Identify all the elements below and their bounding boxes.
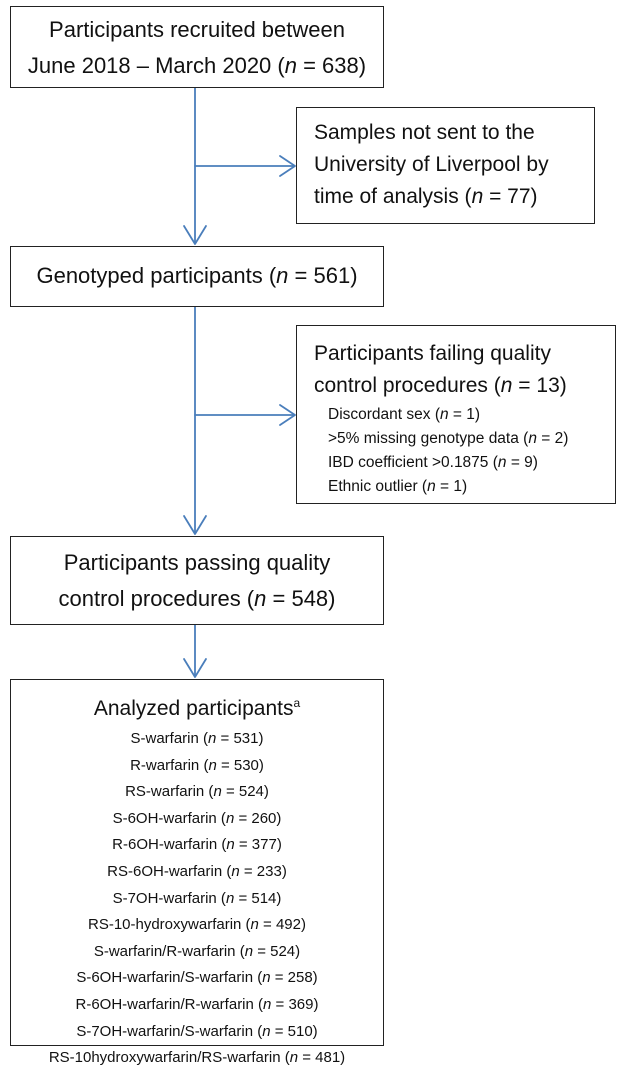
failing-qc-reasons: Discordant sex (n = 1) >5% missing genot…	[314, 403, 615, 499]
list-item: S-7OH-warfarin/S-warfarin (n = 510)	[76, 1022, 318, 1040]
list-item: IBD coefficient >0.1875 (n = 9)	[328, 454, 538, 471]
arrowhead-3	[183, 658, 207, 678]
not-sent-line3: time of analysis (n = 77)	[314, 185, 538, 208]
recruited-line2: June 2018 – March 2020 (n = 638)	[27, 53, 367, 78]
not-sent-box: Samples not sent to the University of Li…	[296, 107, 595, 224]
passing-qc-box: Participants passing quality control pro…	[10, 536, 384, 625]
list-item: R-6OH-warfarin/R-warfarin (n = 369)	[75, 995, 319, 1013]
list-item: Ethnic outlier (n = 1)	[328, 478, 468, 495]
recruited-line1: Participants recruited between	[49, 17, 345, 42]
list-item: RS-10hydroxywarfarin/RS-warfarin (n = 48…	[48, 1049, 346, 1067]
passing-qc-line1: Participants passing quality	[63, 550, 331, 575]
arrowhead-2	[183, 515, 207, 535]
list-item: S-warfarin/R-warfarin (n = 524)	[93, 942, 301, 960]
arrowhead-branch-2	[279, 404, 296, 426]
list-item: Discordant sex (n = 1)	[328, 406, 481, 423]
genotyped-box: Genotyped participants (n = 561)	[10, 246, 384, 307]
analyzed-list: S-warfarin (n = 531) R-warfarin (n = 530…	[11, 726, 383, 1072]
failing-qc-line1: Participants failing quality	[314, 342, 551, 365]
list-item: S-6OH-warfarin (n = 260)	[112, 809, 282, 827]
not-sent-line1: Samples not sent to the	[314, 121, 535, 144]
list-item: S-7OH-warfarin (n = 514)	[112, 889, 282, 907]
list-item: >5% missing genotype data (n = 2)	[328, 430, 569, 447]
list-item: RS-6OH-warfarin (n = 233)	[107, 862, 287, 880]
genotyped-label: Genotyped participants (n = 561)	[36, 263, 358, 288]
list-item: RS-warfarin (n = 524)	[125, 783, 269, 801]
list-item: RS-10-hydroxywarfarin (n = 492)	[87, 916, 306, 934]
list-item: S-6OH-warfarin/S-warfarin (n = 258)	[76, 969, 318, 987]
arrowhead-1	[183, 225, 207, 245]
list-item: R-warfarin (n = 530)	[130, 756, 264, 774]
failing-qc-line2: control procedures (n = 13)	[314, 374, 567, 397]
recruited-box: Participants recruited between June 2018…	[10, 6, 384, 88]
analyzed-title: Analyzed participantsa	[93, 696, 301, 720]
arrowhead-branch-1	[279, 155, 296, 177]
passing-qc-line2: control procedures (n = 548)	[58, 586, 336, 611]
list-item: R-6OH-warfarin (n = 377)	[112, 836, 282, 854]
failing-qc-box: Participants failing quality control pro…	[296, 325, 616, 504]
not-sent-line2: University of Liverpool by	[314, 153, 549, 176]
analyzed-box: Analyzed participantsa S-warfarin (n = 5…	[10, 679, 384, 1066]
list-item: S-warfarin (n = 531)	[130, 730, 264, 747]
